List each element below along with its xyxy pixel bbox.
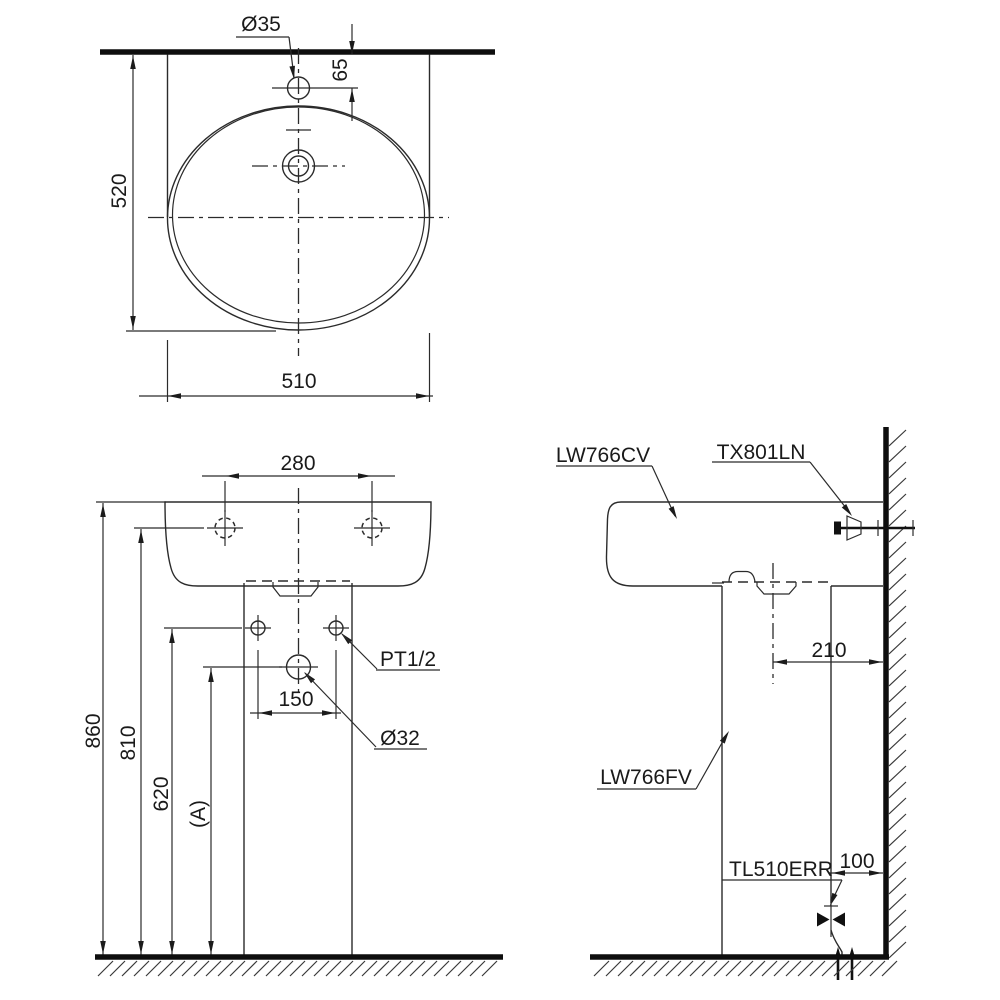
arrowhead-left [168,393,181,399]
label-text: PT1/2 [380,648,436,671]
dim-supply-spacing: 150 [250,650,341,719]
leader-arrowhead [668,506,677,519]
label-stop-valve: TL510ERR [722,858,843,906]
dim-drain-to-wall: 210 [773,639,883,665]
arrowhead-down [349,41,355,54]
arrowhead-down [208,941,214,954]
arrowhead-up [100,504,106,517]
arrowhead-right [322,710,335,716]
label-lavatory: LW766CV [556,444,677,519]
arrowhead-down [169,941,175,954]
dim-label: 520 [108,173,131,208]
leader-line [341,633,378,670]
arrowhead-right [358,473,371,479]
dim-label: 210 [811,639,846,662]
dim-width: 510 [139,333,433,402]
dim-bolt-spacing: 280 [202,452,395,512]
arrowhead-left [774,659,787,665]
dim-label: 510 [281,370,316,393]
arrowhead-right [869,870,882,876]
dim-label: 860 [82,713,105,748]
label-text: TL510ERR [729,858,833,881]
supply-pipe [830,929,843,957]
floor-hatching [97,960,498,977]
basin-side-outline [605,501,883,587]
dim-label: 280 [280,452,315,475]
leader-line [809,461,851,514]
leader-line [695,733,728,790]
floor-hatching [593,960,898,977]
supply-hole-left [245,615,271,641]
valve-body-right [832,912,845,927]
label-drain-size: Ø32 [304,672,427,750]
label-faucet: TX801LN [712,441,852,516]
dim-valve-to-wall: 100 [829,850,883,876]
arrowhead-left [259,710,272,716]
dim-faucet-diameter: Ø35 [236,13,295,79]
arrowhead-right [416,393,429,399]
label-text: TX801LN [717,441,806,464]
arrowhead-left [832,870,845,876]
dim-depth: 520 [108,55,276,332]
arrowhead-right [869,659,882,665]
label-text: Ø32 [380,727,420,750]
trap-recess [272,582,319,597]
supply-hole-right [323,615,349,641]
basin-front-outline [164,501,432,587]
overflow-bump [728,570,756,583]
arrowhead-up [208,669,214,682]
label-supply-thread: PT1/2 [341,633,440,671]
dim-label: 65 [329,58,352,81]
front-view: 280 150 [82,452,503,977]
dim-faucet-offset: 65 [329,24,355,121]
arrowhead-up [349,89,355,102]
arrowhead-left [226,473,239,479]
mounting-hole-right [354,510,390,546]
arrowhead-up [138,530,144,543]
dim-bolt-height: 810 [117,527,204,955]
trap-recess [756,582,797,595]
dim-supply-height: 620 [150,627,242,955]
stop-valve [817,899,856,980]
arrowhead-down [138,941,144,954]
dim-label: 620 [150,776,173,811]
wall-hatching [888,429,907,959]
arrowhead-up [169,630,175,643]
dim-label: 810 [117,725,140,760]
dim-drain-height: (A) [187,666,282,955]
side-view: 210 LW766CV TX801LN LW766FV [556,427,915,980]
label-text: LW766FV [600,766,692,789]
label-text: LW766CV [556,444,650,467]
dim-overall-height: 860 [82,503,106,955]
leader-arrowhead [289,65,295,79]
dim-label: 100 [839,850,874,873]
dim-label: Ø35 [241,13,281,36]
arrowhead-down [130,316,136,329]
dim-label: (A) [187,800,210,828]
valve-body-left [817,912,830,927]
bolt-bracket [846,515,862,541]
leader-line [304,672,377,748]
leader-arrowhead [841,504,852,516]
dim-label: 150 [278,688,313,711]
top-view: Ø35 65 520 510 [100,13,495,402]
label-pedestal: LW766FV [597,731,729,790]
faucet-fixing-bolt [834,515,915,541]
leader-arrowhead [830,892,838,906]
arrowhead-down [100,941,106,954]
arrowhead-up [130,56,136,69]
mounting-hole-left [207,510,243,546]
leader-arrowhead [719,731,729,744]
bolt-head [834,521,841,535]
